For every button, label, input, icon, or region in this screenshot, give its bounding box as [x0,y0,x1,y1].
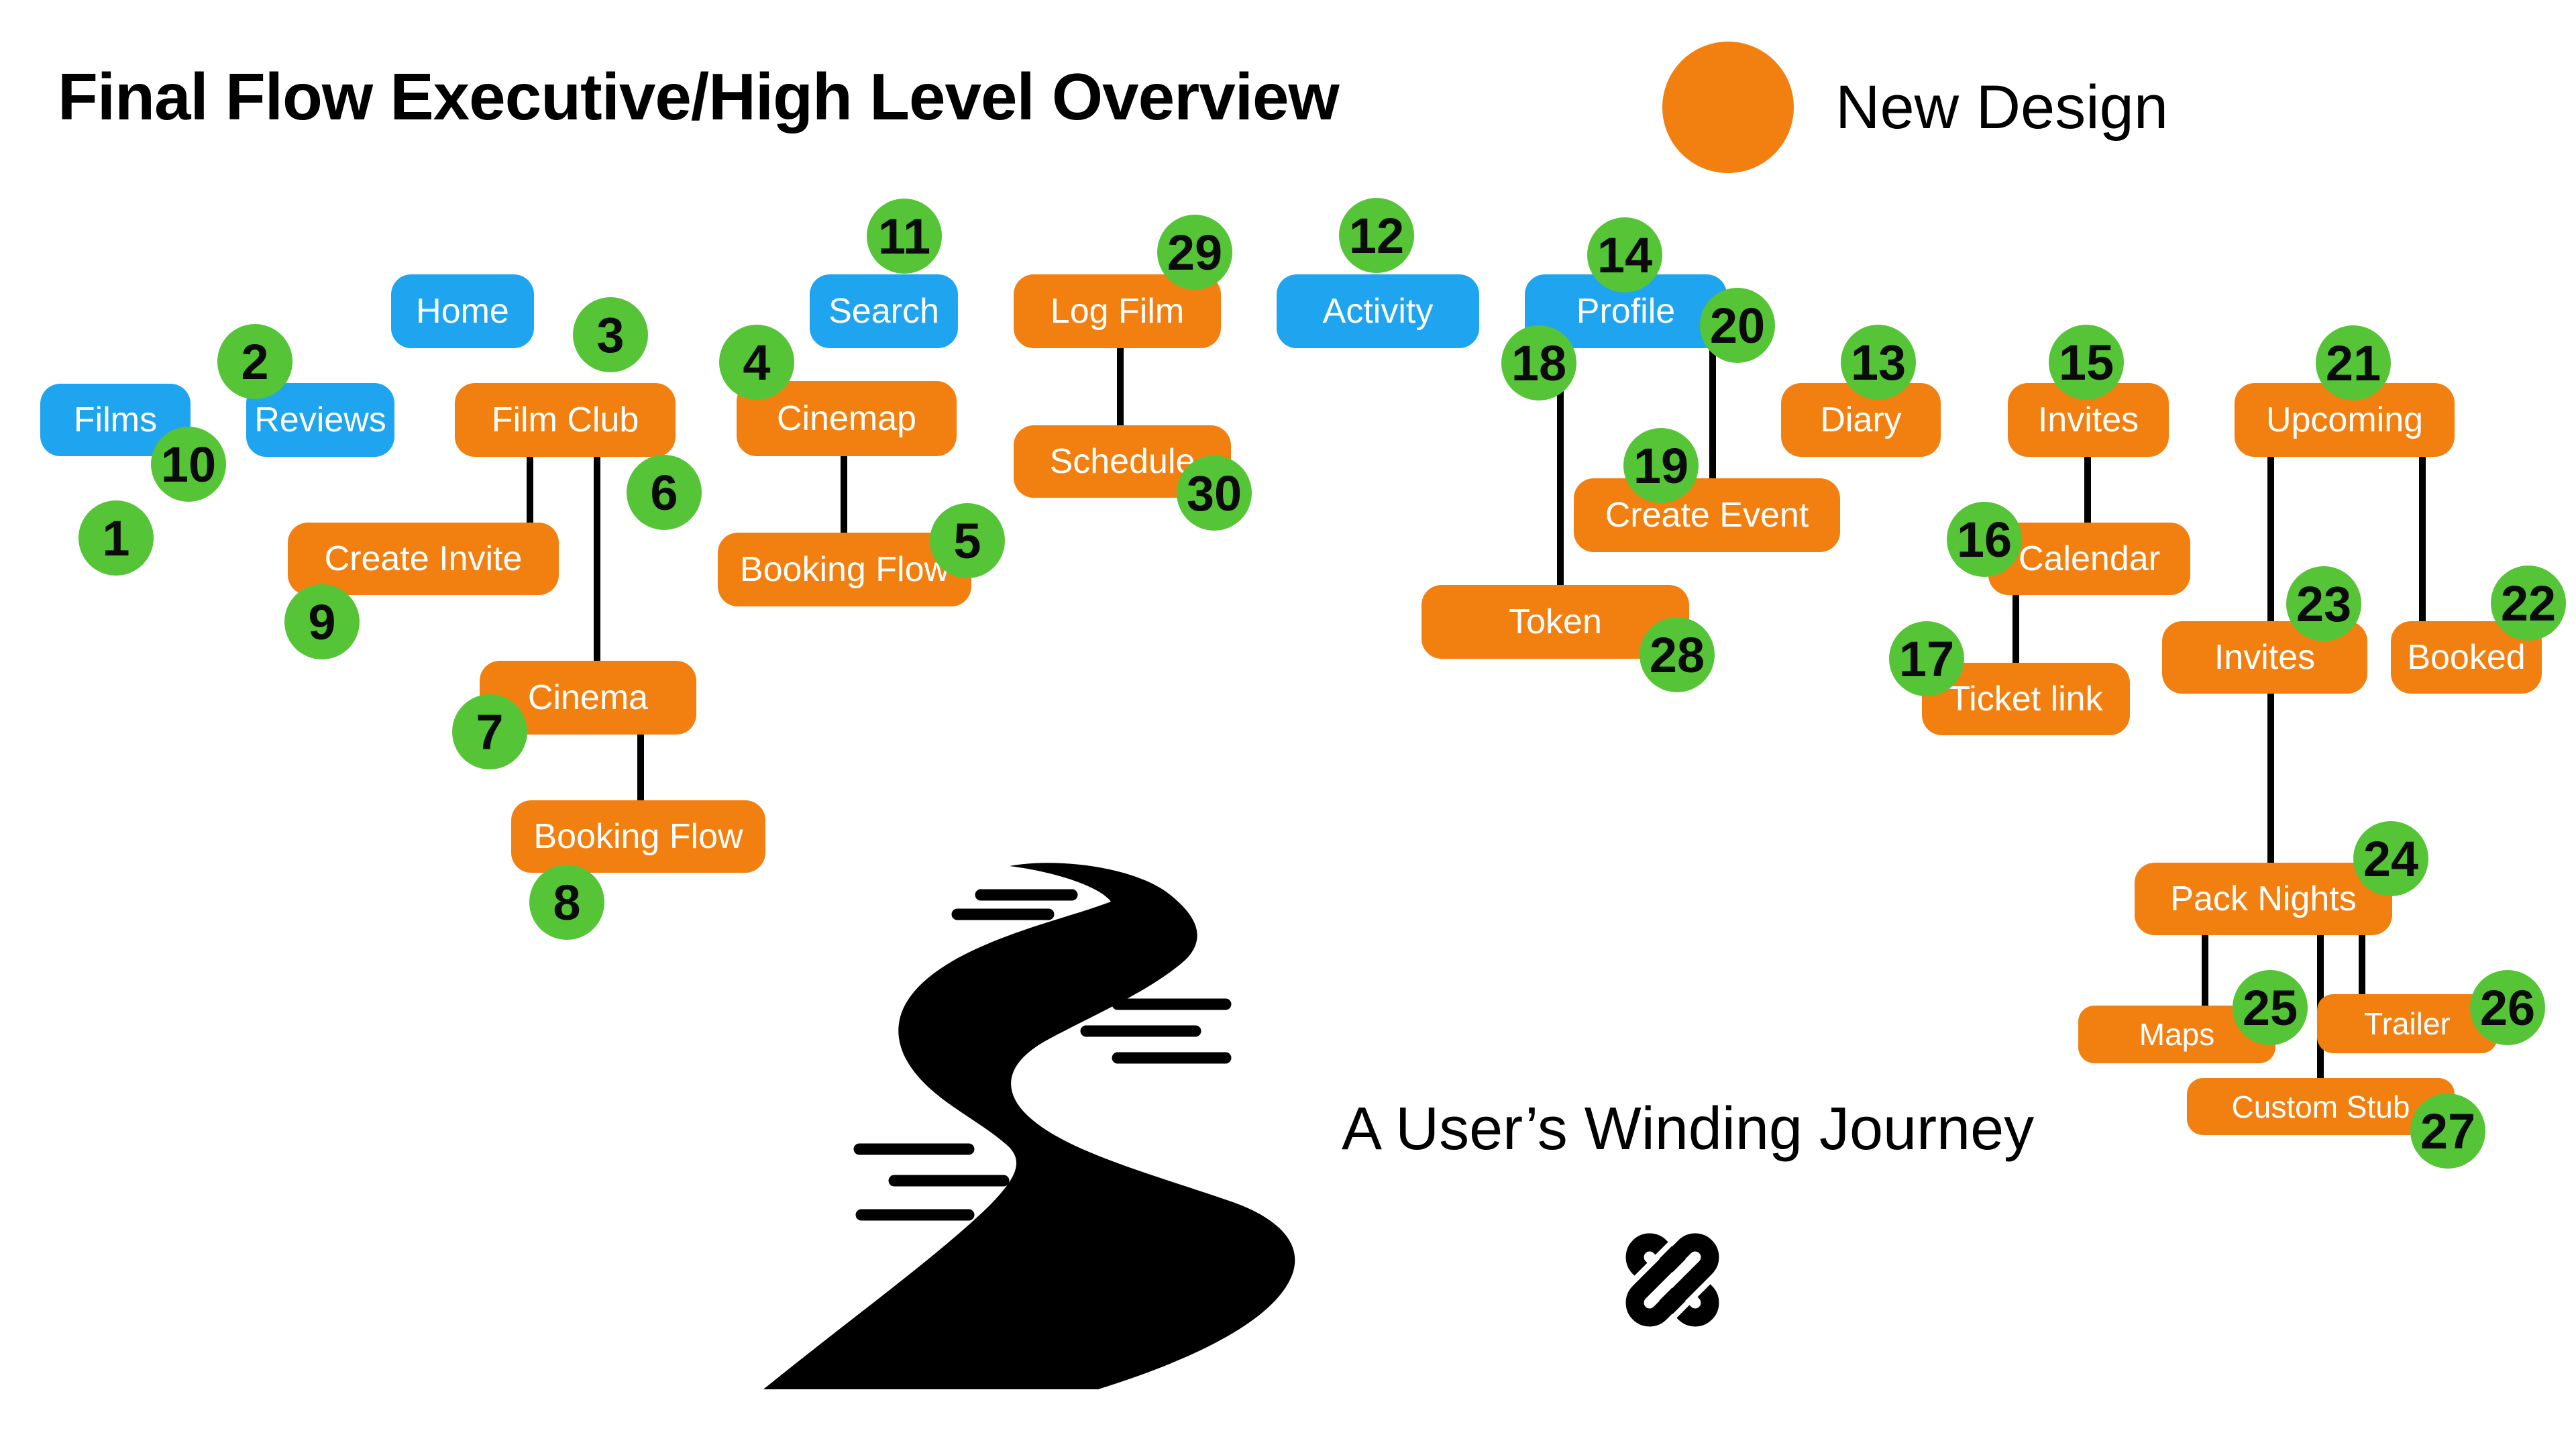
step-badge-14[interactable]: 14 [1587,217,1662,292]
step-badge-27[interactable]: 27 [2410,1093,2485,1169]
node-activity[interactable]: Activity [1277,274,1479,348]
step-badge-21[interactable]: 21 [2316,325,2391,400]
step-badge-11[interactable]: 11 [867,199,942,274]
step-badge-9[interactable]: 9 [284,584,360,659]
step-badge-2[interactable]: 2 [217,324,292,399]
node-film-club[interactable]: Film Club [455,383,676,457]
node-invites-1[interactable]: Invites [2008,383,2169,457]
step-badge-22[interactable]: 22 [2491,566,2566,641]
node-home[interactable]: Home [391,274,534,348]
step-badge-12[interactable]: 12 [1339,198,1414,273]
step-badge-10[interactable]: 10 [151,427,226,502]
node-custom-stub[interactable]: Custom Stub [2187,1078,2455,1135]
node-booking-flow-2[interactable]: Booking Flow [718,533,971,606]
node-profile[interactable]: Profile [1525,274,1727,348]
node-trailer[interactable]: Trailer [2317,994,2498,1053]
step-badge-1[interactable]: 1 [78,500,154,576]
legend: New Design [1662,42,2168,173]
node-search[interactable]: Search [810,274,958,348]
page-title: Final Flow Executive/High Level Overview [58,60,1340,133]
step-badge-23[interactable]: 23 [2286,566,2361,641]
step-badge-3[interactable]: 3 [573,297,648,372]
step-badge-5[interactable]: 5 [930,503,1005,578]
journey-caption: A User’s Winding Journey [1342,1095,2035,1163]
step-badge-16[interactable]: 16 [1947,502,2022,577]
step-badge-25[interactable]: 25 [2233,970,2308,1045]
step-badge-15[interactable]: 15 [2049,325,2124,400]
step-badge-26[interactable]: 26 [2470,970,2545,1045]
step-badge-8[interactable]: 8 [529,865,604,940]
step-badge-18[interactable]: 18 [1501,325,1576,400]
step-badge-29[interactable]: 29 [1157,215,1232,290]
node-create-event[interactable]: Create Event [1574,478,1840,552]
node-pack-nights[interactable]: Pack Nights [2135,863,2392,935]
step-badge-4[interactable]: 4 [719,325,794,400]
node-booked[interactable]: Booked [2391,621,2542,694]
step-badge-20[interactable]: 20 [1700,288,1775,363]
knot-logo-icon [1619,1227,1725,1333]
step-badge-13[interactable]: 13 [1841,325,1916,400]
winding-road-icon [763,863,1295,1389]
node-booking-flow-1[interactable]: Booking Flow [511,800,765,873]
step-badge-28[interactable]: 28 [1640,617,1715,692]
step-badge-6[interactable]: 6 [627,455,702,530]
legend-label: New Design [1835,72,2168,142]
node-create-invite[interactable]: Create Invite [288,523,559,595]
node-upcoming[interactable]: Upcoming [2235,383,2455,457]
step-badge-19[interactable]: 19 [1623,428,1699,503]
step-badge-7[interactable]: 7 [452,694,527,769]
new-design-circle-icon [1662,42,1794,173]
step-badge-30[interactable]: 30 [1177,455,1252,531]
step-badge-17[interactable]: 17 [1889,621,1964,696]
node-maps[interactable]: Maps [2078,1006,2275,1063]
step-badge-24[interactable]: 24 [2353,821,2428,896]
node-calendar[interactable]: Calendar [1988,523,2190,595]
